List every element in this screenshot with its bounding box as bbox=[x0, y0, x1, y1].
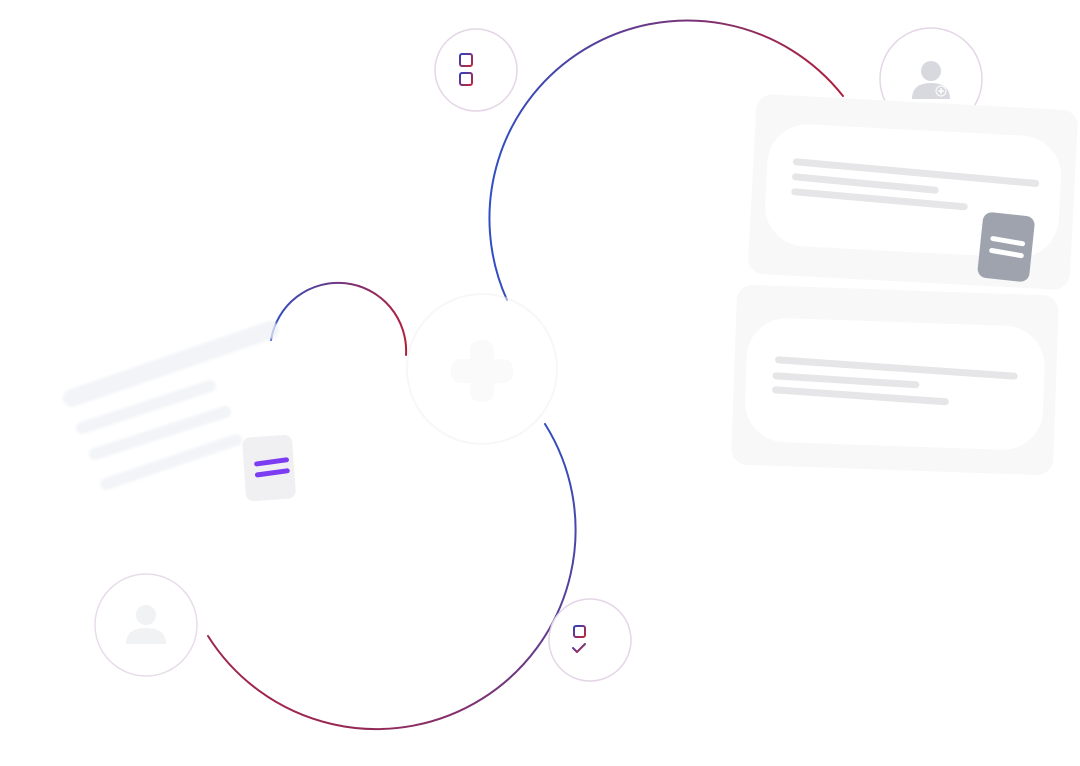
decorative-arc-small bbox=[270, 281, 408, 356]
checked-list-icon[interactable] bbox=[548, 598, 632, 682]
document-icon bbox=[977, 212, 1035, 282]
faded-left-card bbox=[63, 321, 279, 490]
checklist-icon[interactable] bbox=[434, 28, 518, 112]
plus-icon bbox=[406, 293, 558, 445]
decorative-arc-large bbox=[488, 19, 844, 301]
document-icon bbox=[242, 434, 296, 502]
placeholder-card-bottom bbox=[731, 284, 1059, 476]
user-icon bbox=[94, 573, 198, 677]
decorative-arc-bottom bbox=[207, 423, 577, 731]
